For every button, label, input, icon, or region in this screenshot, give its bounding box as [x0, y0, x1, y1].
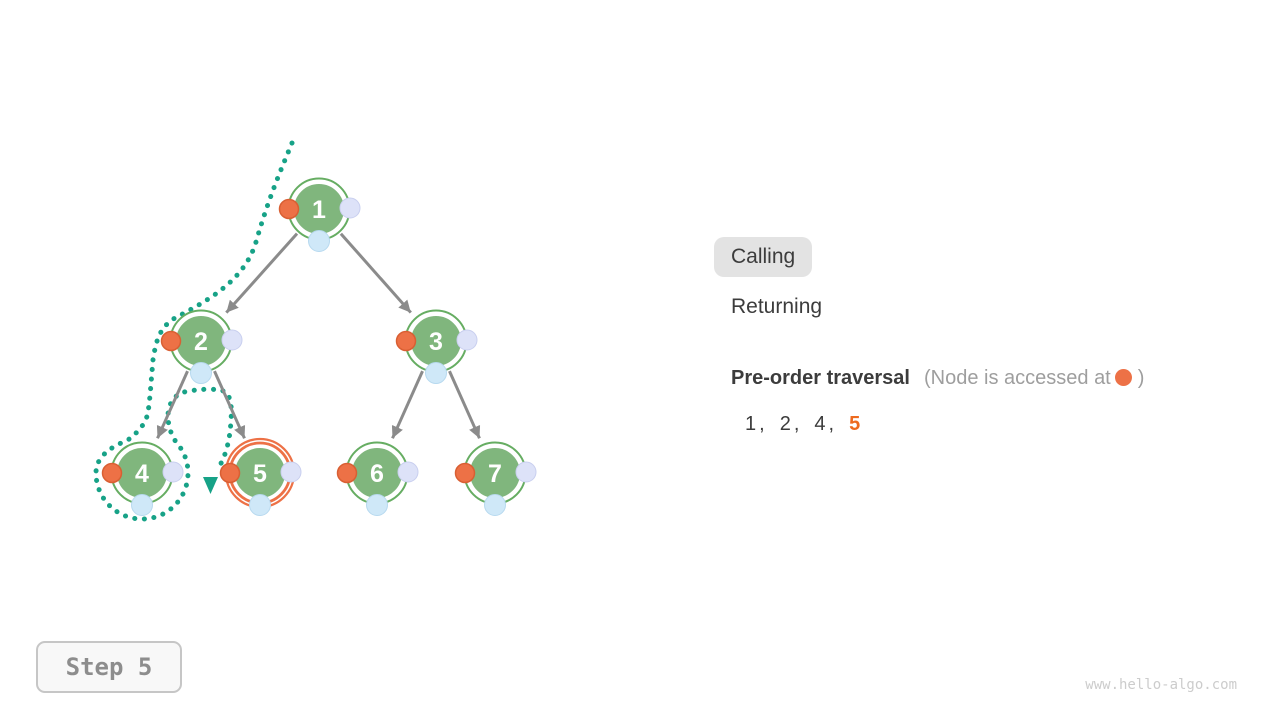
- tree-diagram: 1 2 3 4 5 6 7: [93, 140, 537, 522]
- return-dot: [249, 494, 271, 516]
- sequence-separator: ,: [793, 413, 800, 435]
- tree-edge-2-5: [213, 370, 246, 439]
- node-label: 5: [253, 460, 267, 488]
- site-watermark: www.hello-algo.com: [1085, 677, 1237, 693]
- visit-dot: [395, 330, 417, 352]
- traversal-sequence: 1,2,4,5: [745, 413, 860, 436]
- sequence-separator: ,: [759, 413, 765, 435]
- return-dot: [190, 362, 212, 384]
- node-label: 4: [135, 460, 149, 488]
- tree-node-4: 4: [101, 441, 184, 516]
- right-dot: [162, 461, 184, 483]
- tree-edge-1-3: [339, 232, 412, 314]
- traversal-title: Pre-order traversal: [731, 367, 910, 389]
- return-dot: [425, 362, 447, 384]
- visit-dot: [278, 198, 300, 220]
- visit-dot: [160, 330, 182, 352]
- return-dot: [131, 494, 153, 516]
- sequence-separator: ,: [828, 413, 835, 435]
- right-dot: [339, 197, 361, 219]
- recursion-trail: [93, 140, 295, 522]
- calling-state-badge: Calling: [714, 237, 813, 277]
- tree-edge-3-6: [391, 370, 424, 439]
- node-label: 2: [194, 328, 208, 356]
- traversal-note-prefix: (Node is accessed at: [923, 367, 1111, 389]
- node-label: 6: [370, 460, 384, 488]
- tree-edge-2-4: [156, 370, 189, 439]
- traversal-header: Pre-order traversal (Node is accessed at): [731, 367, 1144, 390]
- return-dot: [366, 494, 388, 516]
- visit-dot: [454, 462, 476, 484]
- sequence-item: 5: [849, 413, 861, 435]
- tree-node-2: 2: [160, 309, 243, 384]
- tree-node-7: 7: [454, 441, 537, 516]
- tree-edge-3-7: [448, 370, 481, 439]
- visit-dot: [219, 462, 241, 484]
- visit-dot: [101, 462, 123, 484]
- visit-dot: [336, 462, 358, 484]
- returning-state-label: Returning: [731, 295, 823, 318]
- accessed-dot-icon: [1114, 369, 1132, 386]
- right-dot: [515, 461, 537, 483]
- sequence-item: 1: [745, 413, 757, 435]
- return-dot: [484, 494, 506, 516]
- step-indicator: Step 5: [36, 641, 182, 693]
- pointer-triangle-icon: [203, 477, 218, 494]
- tree-edge-1-2: [225, 232, 299, 314]
- traversal-note-suffix: ): [1137, 367, 1145, 389]
- return-dot: [308, 230, 330, 252]
- right-dot: [397, 461, 419, 483]
- node-label: 7: [488, 460, 502, 488]
- right-dot: [280, 461, 302, 483]
- tree-node-5: 5: [219, 437, 302, 516]
- right-dot: [221, 329, 243, 351]
- node-label: 3: [429, 328, 443, 356]
- sequence-item: 4: [814, 413, 826, 435]
- tree-node-1: 1: [278, 177, 361, 252]
- tree-node-6: 6: [336, 441, 419, 516]
- sequence-item: 2: [779, 413, 791, 435]
- node-label: 1: [312, 196, 326, 224]
- right-dot: [456, 329, 478, 351]
- tree-node-3: 3: [395, 309, 478, 384]
